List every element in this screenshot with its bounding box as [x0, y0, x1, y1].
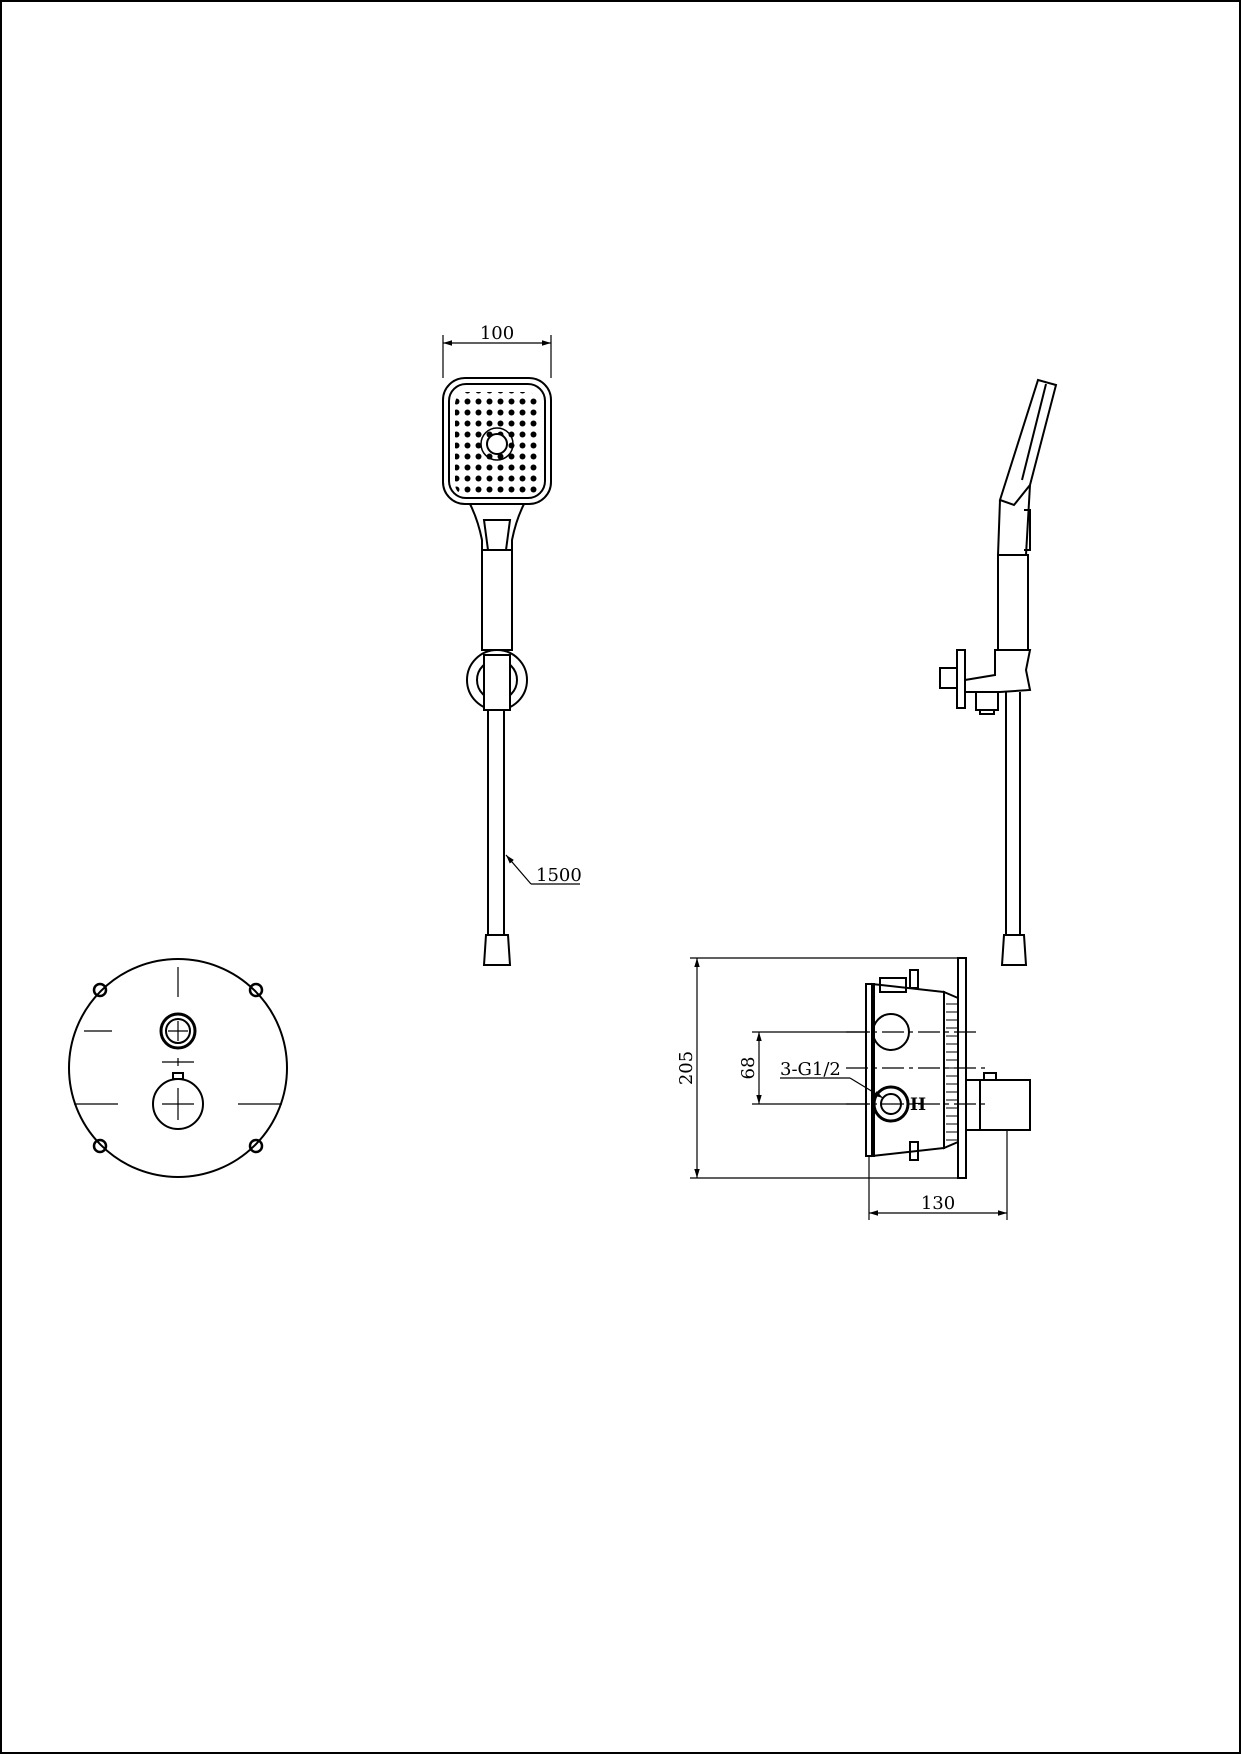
valve-depth-dimension	[868, 1130, 1008, 1220]
hose-end-nut	[482, 934, 512, 966]
shower-head-inner	[448, 383, 546, 499]
top-stud	[909, 969, 919, 989]
thread-spec-label: 3-G1/2	[780, 1059, 841, 1080]
shower-neck	[469, 503, 525, 650]
side-holder-body	[964, 649, 1032, 693]
hand-shower-side-view	[939, 378, 1058, 966]
valve-depth-label: 130	[921, 1193, 955, 1214]
shower-handle	[481, 549, 513, 651]
side-head-profile	[998, 378, 1058, 507]
neck-button	[482, 519, 512, 551]
inlet-spacing-label: 68	[738, 1057, 759, 1080]
thread-spec-leader	[780, 1077, 884, 1099]
mount-lug-br	[248, 1138, 264, 1154]
mount-lug-tl	[92, 982, 108, 998]
valve-height-dimension	[690, 957, 966, 1179]
hose-length-leader	[505, 854, 580, 885]
hand-shower-front-view	[442, 377, 552, 966]
side-neck	[997, 484, 1031, 556]
top-boss	[879, 977, 907, 993]
side-wall-flange	[956, 649, 966, 709]
trim-plate-front-view	[68, 958, 288, 1178]
head-width-label: 100	[480, 323, 514, 344]
hose-length-label: 1500	[536, 865, 582, 886]
holder-clamp	[483, 654, 511, 711]
head-width-dimension	[442, 335, 552, 378]
inlet-spacing-dimension	[752, 1031, 870, 1105]
valve-centerlines	[846, 1031, 990, 1105]
side-hose-nut	[1000, 934, 1028, 966]
shower-head-outline	[442, 377, 552, 505]
center-nozzle	[486, 433, 508, 455]
valve-height-label: 205	[676, 1051, 697, 1085]
mount-lug-tr	[248, 982, 264, 998]
rim-threads	[946, 1003, 958, 1141]
hot-inlet-mark: H	[910, 1095, 926, 1115]
stem-tab	[983, 1072, 997, 1081]
mounting-bracket	[865, 983, 875, 1157]
mount-lug-bl	[92, 1138, 108, 1154]
threaded-rim	[943, 990, 959, 1150]
center-nozzle-ring	[480, 427, 514, 461]
trim-plate	[68, 958, 288, 1178]
trim-centerlines	[74, 967, 282, 1120]
bottom-stud	[909, 1141, 919, 1161]
diverter-button-outer	[159, 1012, 197, 1050]
cartridge-stem	[965, 1079, 1031, 1131]
side-holder-screw	[975, 691, 999, 711]
diverter-button-inner	[165, 1018, 191, 1044]
side-handle	[997, 554, 1029, 651]
valve-body	[871, 982, 945, 1158]
thermostat-knob-tab	[172, 1072, 184, 1080]
side-holder-boss	[939, 667, 958, 689]
